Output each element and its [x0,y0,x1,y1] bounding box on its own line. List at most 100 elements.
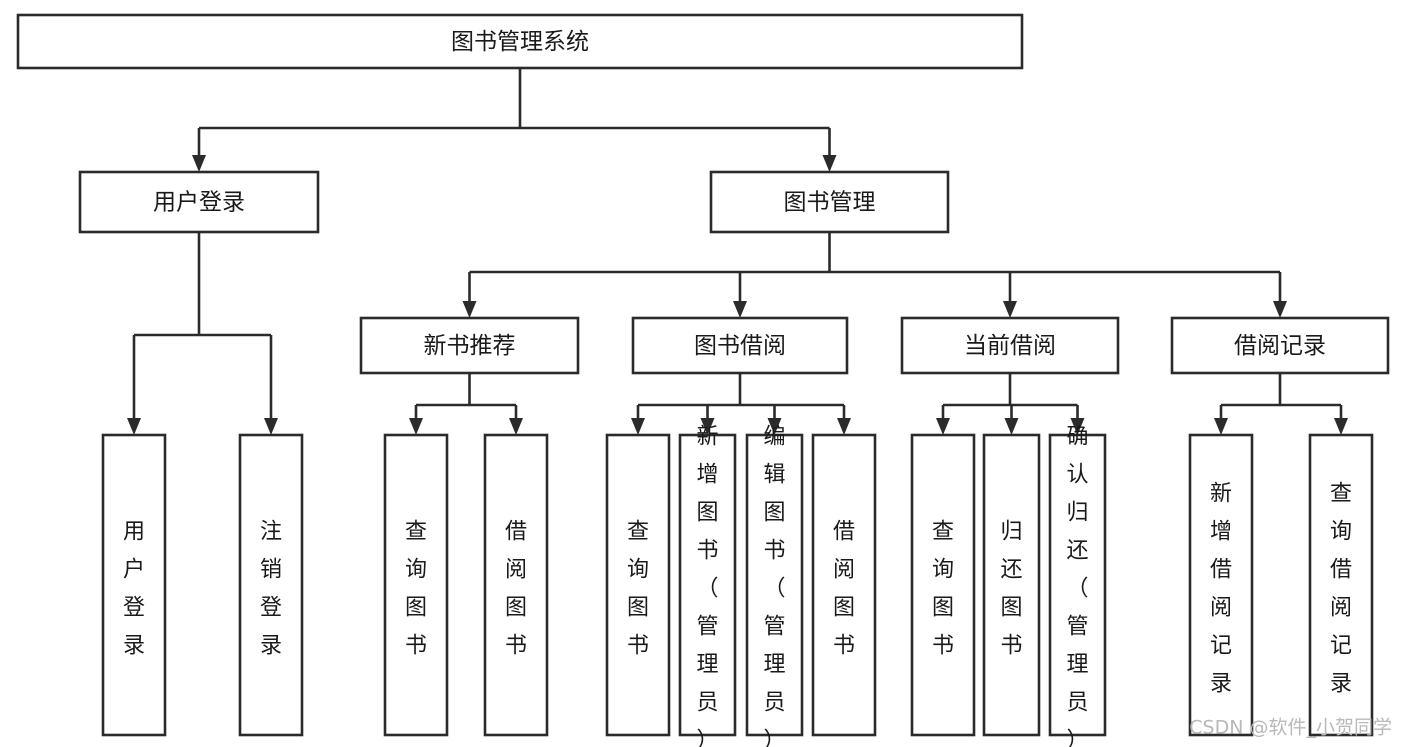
box-layer: 图书管理系统用户登录图书管理新书推荐图书借阅当前借阅借阅记录用户登录注销登录查询… [16,13,1390,747]
node-box-leaf-add-book[interactable] [678,433,737,737]
node-label-leaf-borrow-book-rec: 借 [505,520,527,545]
node-label-leaf-edit-book: （ [763,577,785,602]
node-label-leaf-query-book-current: 询 [932,558,954,583]
arrow-head-icon [733,301,747,318]
node-label-leaf-user-login: 登 [123,596,145,621]
arrow-head-icon [767,418,782,435]
arrow-head-icon [936,418,950,435]
node-box-leaf-query-book-borrow[interactable] [605,433,671,737]
node-label-leaf-edit-book: 图 [763,501,785,526]
node-label-leaf-return-book: 归 [1000,520,1022,545]
node-label-leaf-borrow-book: 图 [833,596,855,621]
node-label-leaf-confirm-return: 确 [1066,425,1088,450]
arrow-head-icon [264,418,278,435]
node-box-leaf-borrow-book[interactable] [811,433,877,737]
node-label-leaf-add-record: 增 [1210,520,1232,545]
node-box-borrow-record[interactable] [1170,316,1390,375]
node-label-leaf-add-book: 理 [696,653,718,678]
arrow-head-icon [127,418,141,435]
node-label-root: 图书管理系统 [451,29,589,55]
node-box-book-borrow[interactable] [631,316,849,375]
node-box-leaf-add-record[interactable] [1188,433,1254,737]
node-root[interactable]: 图书管理系统 [16,13,1024,70]
watermark-label: CSDN @软件_小贺同学 [1189,717,1392,739]
node-box-user-login[interactable] [78,170,320,234]
node-box-leaf-confirm-return[interactable] [1048,433,1107,737]
node-label-leaf-query-book-borrow: 书 [627,634,649,659]
node-label-leaf-add-record: 录 [1210,672,1232,697]
node-label-leaf-add-book: 图 [696,501,718,526]
node-label-leaf-add-record: 新 [1210,482,1232,507]
node-book-borrow[interactable]: 图书借阅 [631,316,849,375]
node-label-leaf-borrow-book: 阅 [833,558,855,583]
node-label-leaf-query-record: 阅 [1330,596,1352,621]
node-label-leaf-add-book: 管 [696,615,718,640]
node-leaf-user-login[interactable]: 用户登录 [101,433,167,737]
node-box-current-borrow[interactable] [900,316,1120,375]
arrow-head-icon [1214,418,1228,435]
node-box-root[interactable] [16,13,1024,70]
node-box-new-book-rec[interactable] [359,316,580,375]
node-label-leaf-return-book: 书 [1000,634,1022,659]
node-box-leaf-user-login[interactable] [101,433,167,737]
node-box-leaf-query-record[interactable] [1308,433,1374,737]
node-label-leaf-borrow-book: 借 [833,520,855,545]
node-label-leaf-confirm-return: ） [1066,729,1088,747]
node-label-leaf-borrow-book-rec: 书 [505,634,527,659]
node-label-leaf-query-book-rec: 图 [405,596,427,621]
node-box-leaf-borrow-book-rec[interactable] [483,433,549,737]
node-label-leaf-query-book-rec: 查 [405,520,427,545]
node-user-login[interactable]: 用户登录 [78,170,320,234]
node-label-leaf-user-logout: 录 [260,634,282,659]
arrow-head-icon [822,155,837,172]
node-label-borrow-record: 借阅记录 [1234,333,1326,359]
node-box-leaf-query-book-rec[interactable] [383,433,449,737]
node-current-borrow[interactable]: 当前借阅 [900,316,1120,375]
node-label-leaf-borrow-book: 书 [833,634,855,659]
node-label-leaf-return-book: 图 [1000,596,1022,621]
node-label-leaf-query-record: 借 [1330,558,1352,583]
node-label-leaf-add-book: 书 [696,539,718,564]
node-label-leaf-query-book-borrow: 询 [627,558,649,583]
node-label-leaf-query-book-current: 图 [932,596,954,621]
node-box-leaf-query-book-current[interactable] [910,433,976,737]
node-label-leaf-user-logout: 登 [260,596,282,621]
node-box-leaf-user-logout[interactable] [238,433,304,737]
node-book-manage[interactable]: 图书管理 [709,170,950,234]
node-label-leaf-borrow-book-rec: 图 [505,596,527,621]
node-label-leaf-query-book-rec: 询 [405,558,427,583]
node-label-leaf-user-login: 用 [123,520,145,545]
node-box-leaf-return-book[interactable] [982,433,1041,737]
node-label-leaf-query-record: 查 [1330,482,1352,507]
node-label-new-book-rec: 新书推荐 [424,333,516,359]
node-label-leaf-query-book-borrow: 图 [627,596,649,621]
node-label-leaf-edit-book: 书 [763,539,785,564]
node-box-leaf-edit-book[interactable] [745,433,804,737]
node-box-book-manage[interactable] [709,170,950,234]
node-label-leaf-add-book: 增 [696,463,718,488]
node-borrow-record[interactable]: 借阅记录 [1170,316,1390,375]
node-label-leaf-borrow-book-rec: 阅 [505,558,527,583]
arrow-head-icon [631,418,645,435]
node-new-book-rec[interactable]: 新书推荐 [359,316,580,375]
arrow-head-icon [1004,418,1019,435]
node-label-leaf-add-book: （ [696,577,718,602]
node-label-leaf-query-record: 录 [1330,672,1352,697]
node-label-leaf-confirm-return: 归 [1066,501,1088,526]
node-label-user-login: 用户登录 [153,190,245,216]
node-label-leaf-user-login: 户 [123,558,145,583]
